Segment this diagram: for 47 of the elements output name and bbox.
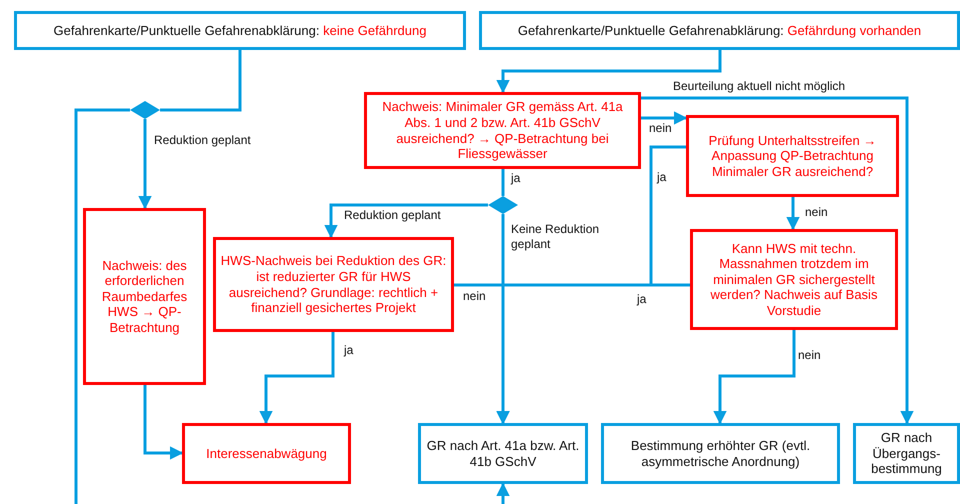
arrow (713, 330, 796, 424)
connector-line (502, 169, 504, 196)
arrow (138, 119, 152, 210)
step-text: HWS-Nachweis bei Reduktion des GR: ist reduzierter GR für HWS ausreichend? Grundlage: rechtlich + finanziell gesichertes Projekt (220, 253, 446, 316)
edge-label: ja (636, 292, 648, 307)
arrow (496, 482, 510, 504)
edge-label: Reduktion geplant (343, 208, 442, 223)
arrow (454, 284, 510, 424)
check-box (213, 237, 454, 332)
step-text: Nachweis: des erforderlichen Raumbedarfes HWS → QP-Betrachtung (102, 258, 188, 335)
process-box (418, 423, 588, 484)
arrow (641, 96, 914, 424)
result-text: keine Gefährdung (323, 22, 426, 38)
arrow (786, 197, 800, 230)
arrow (496, 50, 722, 94)
check-box (686, 115, 899, 197)
step-text: Bestimmung erhöhter GR (evtl. asymmetrische Anordnung) (630, 438, 810, 468)
check-box (83, 208, 206, 385)
process-box (479, 11, 960, 50)
check-box (182, 423, 351, 484)
edge-label: ja (656, 170, 668, 185)
step-heading: Gefahrenkarte/Punktuelle Gefahrenabklärung: (54, 22, 320, 38)
step-text: GR nach Art. 41a bzw. Art. 41b GSchV (426, 438, 580, 468)
process-box (14, 11, 466, 50)
arrow (259, 332, 334, 424)
edge-label: Reduktion geplant (153, 133, 252, 148)
step-text: Kann HWS mit techn. Massnahmen trotzdem im minimalen GR sichergestellt werden? Nachweis auf Basis Vorstudie (710, 240, 878, 318)
decision-diamond (130, 101, 160, 119)
process-box (853, 423, 960, 484)
arrow (641, 111, 688, 125)
check-box (690, 229, 898, 330)
step-text: GR nach Übergangs-bestimmung (871, 430, 942, 476)
process-box (601, 423, 840, 484)
step-text: Nachweis: Minimaler GR gemäss Art. 41a Abs. 1 und 2 bzw. Art. 41b GSchV ausreichend? → QP-Betrachtung bei Fliessgewässer (382, 99, 623, 162)
connector-line (74, 108, 130, 504)
step-text: Prüfung Unterhaltsstreifen → Anpassung QP-Betrachtung Minimaler GR ausreichend? (708, 132, 876, 179)
result-text: Gefährdung vorhanden (787, 22, 922, 38)
step-text: Interessenabwägung (206, 446, 327, 461)
arrow (144, 385, 184, 460)
connector-line (160, 50, 242, 112)
edge-label: ja (510, 171, 522, 186)
edge-label: Beurteilung aktuell nicht möglich (672, 79, 846, 94)
arrow (324, 204, 488, 238)
step-heading: Gefahrenkarte/Punktuelle Gefahrenabklärung: (518, 22, 784, 38)
check-box (364, 92, 641, 169)
edge-label: ja (343, 343, 354, 358)
decision-diamond (488, 196, 518, 214)
